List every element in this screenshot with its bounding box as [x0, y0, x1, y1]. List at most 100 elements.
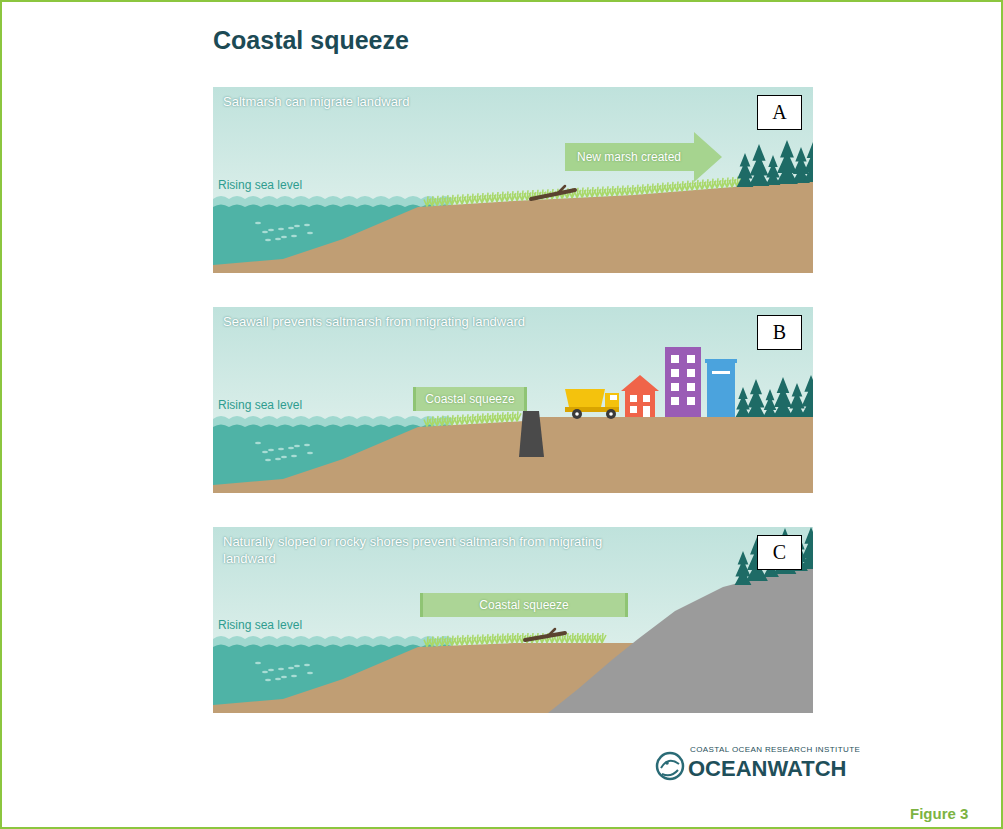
dump-truck — [609, 412, 613, 416]
driftwood-log — [557, 186, 565, 194]
water-label: Rising sea level — [218, 398, 302, 412]
saltmarsh-grass — [424, 411, 521, 426]
dump-truck — [606, 409, 616, 419]
bracket-label: Coastal squeeze — [479, 598, 568, 612]
scene-illustration — [213, 527, 813, 713]
scene-illustration — [213, 307, 813, 493]
house — [630, 406, 637, 413]
sea-water — [278, 228, 284, 231]
saltmarsh-grass — [514, 411, 521, 421]
scene-panel: C Coastal squeeze Naturally sloped or rock… — [213, 527, 813, 713]
apartment-building — [687, 369, 695, 377]
ground — [213, 179, 813, 273]
sea-water — [294, 225, 300, 228]
forest — [736, 387, 751, 417]
sea-water — [268, 669, 274, 672]
driftwood-log — [525, 629, 565, 640]
panel-caption: Saltmarsh can migrate landward — [223, 94, 743, 111]
saltmarsh-grass — [424, 177, 741, 207]
driftwood-log — [531, 186, 575, 199]
house — [643, 395, 650, 402]
sea-water — [262, 451, 268, 454]
apartment-building — [665, 347, 701, 417]
dump-truck — [565, 389, 605, 407]
bracket-label: Coastal squeeze — [425, 392, 514, 406]
house — [630, 395, 637, 402]
saltmarsh-grass — [599, 633, 606, 643]
sea-water — [304, 224, 310, 227]
forest — [735, 527, 813, 585]
forest — [776, 140, 798, 184]
sea-water — [255, 662, 261, 665]
sea-water — [268, 449, 274, 452]
dump-truck — [565, 389, 619, 419]
sea-water — [304, 664, 310, 667]
figure-title: Coastal squeeze — [213, 26, 409, 55]
office-building — [712, 371, 730, 374]
squeeze-bracket: Coastal squeeze — [420, 593, 628, 617]
apartment-building — [671, 369, 679, 377]
scene-illustration — [213, 87, 813, 273]
panel-caption: Naturally sloped or rocky shores prevent… — [223, 534, 608, 568]
panel-letter-box: C — [757, 535, 802, 570]
sea-water — [307, 232, 313, 235]
saltmarsh-grass — [424, 633, 606, 647]
oceanwatch-logo-icon — [662, 770, 678, 775]
ground — [213, 421, 525, 493]
apartment-building — [671, 397, 679, 405]
sea-water — [307, 452, 313, 455]
apartment-building — [665, 347, 701, 417]
squeeze-bracket: Coastal squeeze — [413, 387, 527, 411]
house — [621, 375, 659, 391]
house — [621, 375, 659, 417]
forest — [763, 389, 777, 417]
panel-letter-box: B — [757, 315, 802, 350]
apartment-building — [687, 383, 695, 391]
driftwood-log — [547, 629, 555, 637]
brand-name: OCEANWATCH — [688, 756, 846, 782]
rocky-slope — [548, 567, 813, 713]
sea-water — [275, 458, 281, 461]
forest — [803, 142, 813, 182]
sky — [213, 307, 813, 493]
sea-water — [281, 676, 287, 679]
house — [643, 406, 650, 417]
office-building — [705, 359, 737, 363]
ground — [525, 417, 813, 493]
forest — [773, 377, 793, 417]
panel-letter: C — [773, 541, 786, 564]
water-label: Rising sea level — [218, 178, 302, 192]
forest — [749, 144, 770, 186]
panel-letter: B — [773, 321, 786, 344]
sea-water — [265, 239, 271, 242]
sea-water — [281, 236, 287, 239]
sea-water — [288, 447, 294, 450]
forest — [789, 383, 806, 417]
sea-water — [255, 222, 261, 225]
sea-water — [278, 668, 284, 671]
migration-arrow: New marsh created — [565, 132, 722, 182]
sea-water — [294, 665, 300, 668]
sea-water — [307, 672, 313, 675]
sea-water — [288, 227, 294, 230]
forest — [736, 375, 813, 417]
sea-water — [275, 678, 281, 681]
forest — [801, 375, 813, 417]
scene-panel: ANew marsh createdSaltmarsh can migrate … — [213, 87, 813, 273]
sea-water — [265, 679, 271, 682]
sea-water — [291, 455, 297, 458]
forest — [801, 527, 813, 569]
dump-truck — [575, 412, 579, 416]
apartment-building — [671, 355, 679, 363]
apartment-building — [687, 355, 695, 363]
arrow-label: New marsh created — [577, 150, 681, 164]
apartment-building — [687, 397, 695, 405]
driftwood-log — [531, 190, 575, 199]
sea-water — [291, 675, 297, 678]
sea-water — [288, 667, 294, 670]
sea-water — [294, 445, 300, 448]
dump-truck — [610, 395, 617, 400]
